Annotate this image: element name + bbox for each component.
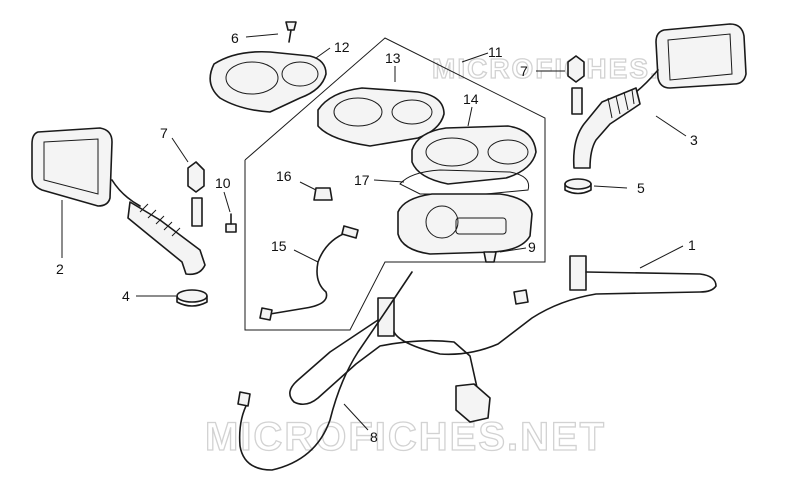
callout-13: 13 — [385, 50, 401, 66]
watermark-bottom: MICROFICHES.NET — [205, 415, 606, 459]
callout-12: 12 — [334, 39, 350, 55]
callout-11: 11 — [488, 44, 503, 60]
handlebar — [289, 255, 717, 423]
cable-8 — [237, 271, 413, 471]
left-cap-nut — [187, 161, 205, 227]
glass-13 — [317, 87, 445, 147]
callout-5: 5 — [637, 180, 645, 196]
callout-16: 16 — [276, 168, 292, 184]
callout-15: 15 — [271, 238, 287, 254]
cover-12 — [209, 50, 327, 113]
callout-7-right: 7 — [520, 63, 528, 79]
gasket-17 — [399, 169, 530, 195]
bulb-holder-16 — [313, 187, 333, 201]
callout-7-left: 7 — [160, 125, 168, 141]
cable-15 — [259, 225, 359, 321]
callout-1: 1 — [688, 237, 696, 253]
callout-6: 6 — [231, 30, 239, 46]
right-washer — [564, 178, 592, 195]
instrument-group-frame — [244, 37, 546, 331]
left-mirror — [31, 127, 206, 276]
instrument-body — [397, 193, 533, 255]
callouts: 1 2 3 4 5 6 7 7 8 9 10 11 12 13 14 15 16… — [56, 30, 698, 445]
callout-9: 9 — [528, 239, 536, 255]
leader-lines — [61, 33, 687, 431]
screw-6 — [285, 21, 297, 43]
right-cap-nut — [567, 55, 585, 115]
callout-14: 14 — [463, 91, 479, 107]
screw-10 — [225, 213, 237, 233]
callout-4: 4 — [122, 288, 130, 304]
callout-17: 17 — [354, 172, 370, 188]
callout-8: 8 — [370, 429, 378, 445]
frame-14 — [411, 125, 537, 185]
screw-9 — [483, 251, 497, 263]
left-washer — [176, 289, 208, 307]
callout-10: 10 — [215, 175, 231, 191]
callout-3: 3 — [690, 132, 698, 148]
right-mirror — [572, 23, 747, 169]
callout-2: 2 — [56, 261, 64, 277]
